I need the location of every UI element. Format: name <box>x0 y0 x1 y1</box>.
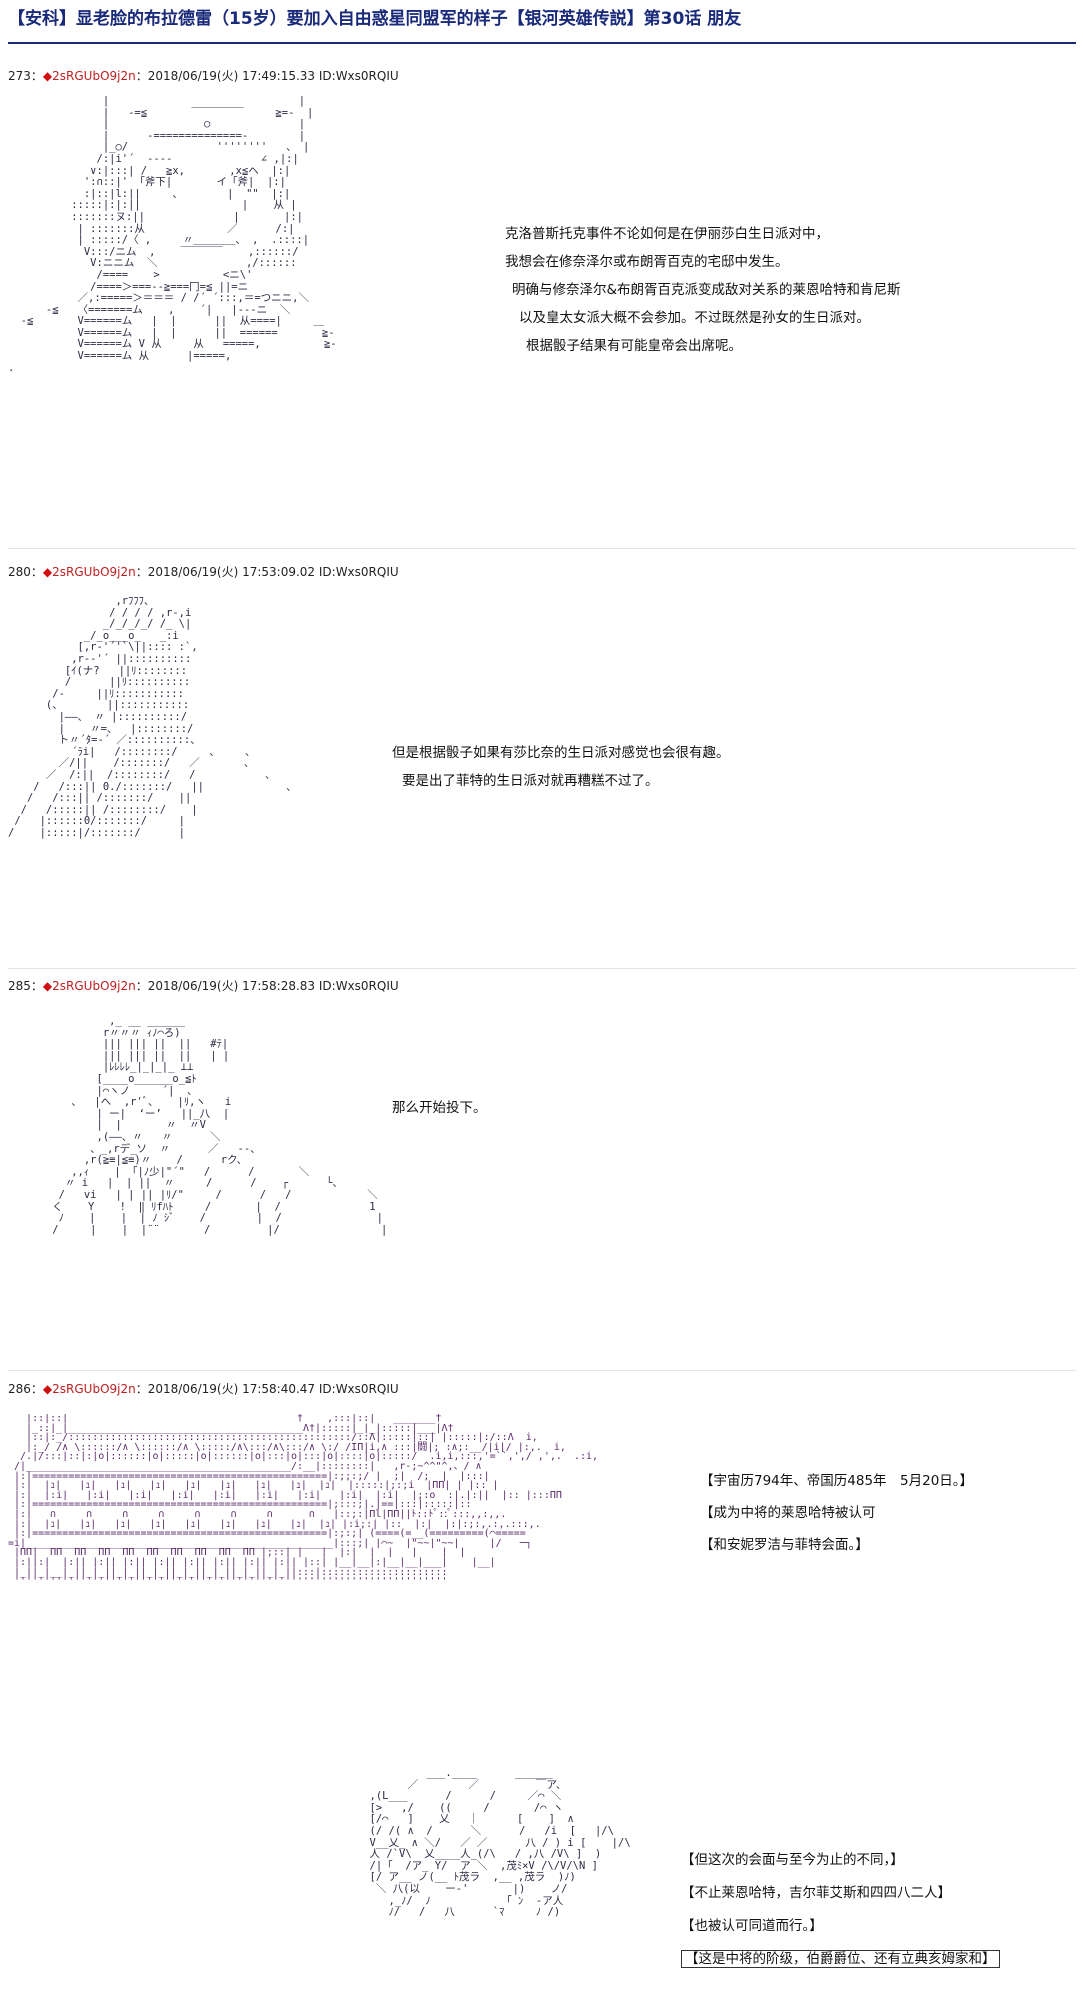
text-line: 【成为中将的莱恩哈特被认可 <box>700 1505 876 1521</box>
text-line: 【但这次的会面与至今为止的不同，】 <box>681 1852 904 1868</box>
post-meta: ：2018/06/19(火) 17:58:28.83 ID:Wxs0RQIU <box>135 979 399 993</box>
trip-diamond-icon: ◆ <box>42 1382 53 1396</box>
post-meta: ：2018/06/19(火) 17:53:09.02 ID:Wxs0RQIU <box>135 565 399 579</box>
post-header: 280：◆2sRGUbO9j2n：2018/06/19(火) 17:53:09.… <box>8 564 399 580</box>
text-line: 【和安妮罗洁与菲特会面。】 <box>700 1537 869 1553</box>
text-line: 【宇宙历794年、帝国历485年 5月20日。】 <box>700 1473 974 1489</box>
post-divider <box>8 548 1076 549</box>
text-line: 【也被认可同道而行。】 <box>681 1918 823 1934</box>
post-text: 那么开始投下。 <box>392 1094 487 1122</box>
poster-trip[interactable]: 2sRGUbO9j2n <box>52 69 136 83</box>
post-separator: ： <box>30 1382 43 1396</box>
poster-trip[interactable]: 2sRGUbO9j2n <box>52 979 136 993</box>
title-divider <box>8 42 1076 44</box>
post-number[interactable]: 273 <box>8 69 31 83</box>
text-line: 明确与修奈泽尔&布朗胥百克派变成敌对关系的莱恩哈特和肯尼斯 <box>512 282 901 298</box>
post-separator: ： <box>30 565 43 579</box>
ascii-art-figure: ,rﾌﾌﾌ、 / / / / ,r-,i _/_/_/_/ /_ \| _/_o… <box>8 596 297 839</box>
post-number[interactable]: 285 <box>8 979 31 993</box>
post-separator: ： <box>30 979 43 993</box>
poster-trip[interactable]: 2sRGUbO9j2n <box>52 1382 136 1396</box>
text-line: 但是根据骰子如果有莎比奈的生日派对感觉也会很有趣。 <box>392 745 730 761</box>
ascii-art-figure: | | | -=≦ ￣￣￣￣￣ ≧=- | | ○ | | -=========… <box>8 96 337 374</box>
text-line: 以及皇太女派大概不会参加。不过既然是孙女的生日派对。 <box>519 310 870 326</box>
post-meta: ：2018/06/19(火) 17:49:15.33 ID:Wxs0RQIU <box>135 69 399 83</box>
poster-trip[interactable]: 2sRGUbO9j2n <box>52 565 136 579</box>
ascii-art-group-figures: ___.____ ______ ／ ／ ￣ア、 ,(L___ / / ／⌒ ＼ … <box>369 1768 630 1919</box>
page-title: 【安科】显老脸的布拉德雷（15岁）要加入自由惑星同盟军的样子【银河英雄传説】第3… <box>8 9 742 29</box>
ascii-art-mansion: |::|::| † ,:::|::| _______† |_::|_|_____… <box>8 1414 599 1588</box>
post-text: 克洛普斯托克事件不论如何是在伊丽莎白生日派对中， 我想会在修奈泽尔或布朗胥百克的… <box>505 220 901 360</box>
trip-diamond-icon: ◆ <box>42 565 53 579</box>
trip-diamond-icon: ◆ <box>42 979 53 993</box>
text-line: 那么开始投下。 <box>392 1100 487 1116</box>
text-line: 根据骰子结果有可能皇帝会出席呢。 <box>526 338 742 354</box>
post-number[interactable]: 286 <box>8 1382 31 1396</box>
trip-diamond-icon: ◆ <box>42 69 53 83</box>
post-text: 但是根据骰子如果有莎比奈的生日派对感觉也会很有趣。 要是出了菲特的生日派对就再糟… <box>392 739 730 795</box>
post-header: 286：◆2sRGUbO9j2n：2018/06/19(火) 17:58:40.… <box>8 1381 399 1397</box>
post-header: 285：◆2sRGUbO9j2n：2018/06/19(火) 17:58:28.… <box>8 978 399 994</box>
text-line-boxed: 【这是中将的阶级，伯爵爵位、还有立典亥姆家和】 <box>681 1950 1000 1968</box>
text-line: 【这是中将的阶级，伯爵爵位、还有立典亥姆家和】 <box>681 1943 1000 1976</box>
post-text: 【宇宙历794年、帝国历485年 5月20日。】 【成为中将的莱恩哈特被认可 【… <box>700 1465 973 1561</box>
post-meta: ：2018/06/19(火) 17:58:40.47 ID:Wxs0RQIU <box>135 1382 399 1396</box>
ascii-art-figure: ,_ __ ______ r〃〃〃 ｨﾉ⌒ろ) ||| ||| || || #ﾃ… <box>52 1016 388 1236</box>
post-separator: ： <box>30 69 43 83</box>
post-number[interactable]: 280 <box>8 565 31 579</box>
text-line: 我想会在修奈泽尔或布朗胥百克的宅邸中发生。 <box>505 254 789 270</box>
post-text: 【但这次的会面与至今为止的不同，】 【不止莱恩哈特，吉尔菲艾斯和四四八二人】 【… <box>681 1844 1000 1976</box>
text-line: 要是出了菲特的生日派对就再糟糕不过了。 <box>402 773 659 789</box>
post-divider <box>8 1370 1076 1371</box>
text-line: 【不止莱恩哈特，吉尔菲艾斯和四四八二人】 <box>681 1885 951 1901</box>
text-line: 克洛普斯托克事件不论如何是在伊丽莎白生日派对中， <box>505 226 829 242</box>
post-header: 273：◆2sRGUbO9j2n：2018/06/19(火) 17:49:15.… <box>8 68 399 84</box>
post-divider <box>8 968 1076 969</box>
